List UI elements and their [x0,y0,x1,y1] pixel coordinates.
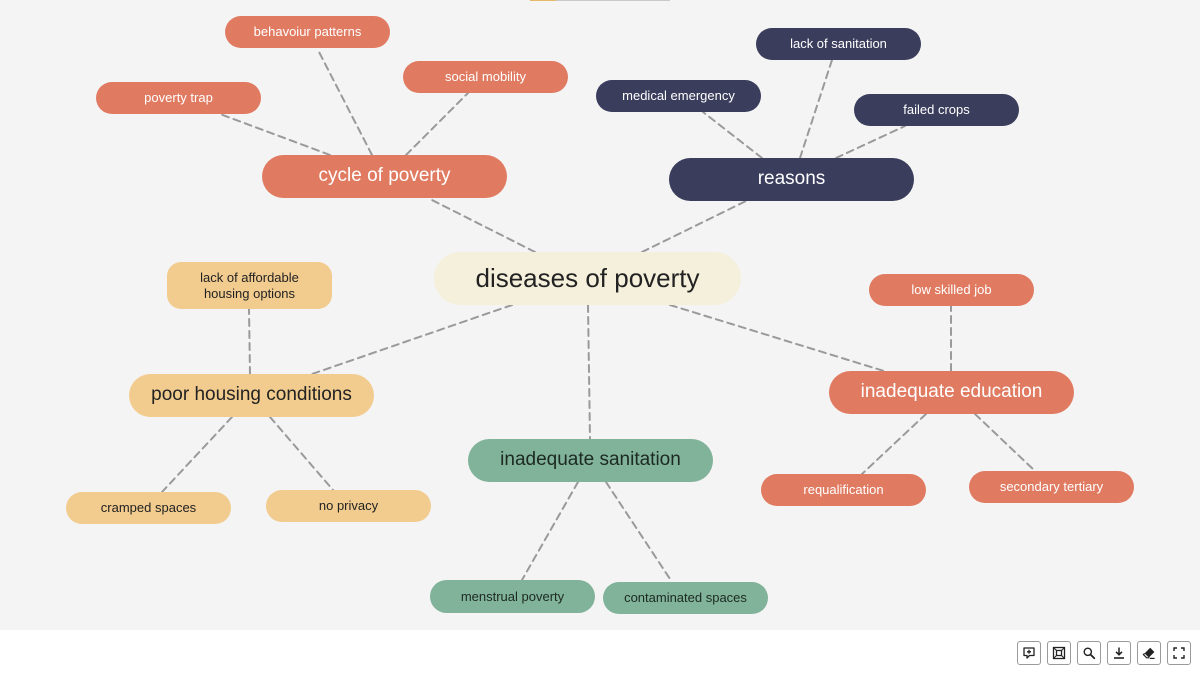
eraser-icon [1142,647,1155,659]
fit-screen-icon [1052,646,1066,660]
comment-icon [1023,647,1035,659]
node-requalification[interactable]: requalification [761,474,926,506]
node-cycle-of-poverty[interactable]: cycle of poverty [262,155,507,198]
comment-button[interactable] [1017,641,1041,665]
node-inadequate-sanitation[interactable]: inadequate sanitation [468,439,713,482]
node-secondary-tertiary[interactable]: secondary tertiary [969,471,1134,503]
node-cramped-spaces[interactable]: cramped spaces [66,492,231,524]
node-poverty-trap[interactable]: poverty trap [96,82,261,114]
mind-map-canvas[interactable]: diseases of poverty cycle of poverty beh… [0,0,1200,630]
connector-center-sanitation [587,304,591,440]
zoom-button[interactable] [1077,641,1101,665]
connector-center-reasons [641,200,747,253]
connector-sanitation-menstrual [521,481,579,581]
node-social-mobility[interactable]: social mobility [403,61,568,93]
download-icon [1114,647,1124,659]
fullscreen-icon [1173,647,1185,659]
connector-center-cycle [427,197,536,253]
node-inadequate-education[interactable]: inadequate education [829,371,1074,414]
connector-housing-affordable [248,308,251,375]
zoom-icon [1083,647,1096,660]
eraser-button[interactable] [1137,641,1161,665]
connector-lines [161,49,1036,583]
connector-center-housing [311,304,513,375]
fit-to-screen-button[interactable] [1047,641,1071,665]
connector-housing-privacy [269,416,334,491]
node-menstrual-poverty[interactable]: menstrual poverty [430,580,595,613]
node-behaviour-patterns[interactable]: behavoiur patterns [225,16,390,48]
connector-cycle-poverty-trap [219,113,331,156]
top-scroll-indicator [530,0,670,1]
node-failed-crops[interactable]: failed crops [854,94,1019,126]
node-poor-housing-conditions[interactable]: poor housing conditions [129,374,374,417]
connector-housing-cramped [161,416,233,493]
connector-education-requalification [861,413,927,475]
connector-cycle-social-mobility [405,92,469,156]
download-button[interactable] [1107,641,1131,665]
connector-reasons-crops [835,125,906,159]
node-no-privacy[interactable]: no privacy [266,490,431,522]
node-medical-emergency[interactable]: medical emergency [596,80,761,112]
connector-cycle-behaviour [317,49,373,156]
central-node[interactable]: diseases of poverty [434,252,741,305]
fullscreen-button[interactable] [1167,641,1191,665]
connector-reasons-medical [702,111,763,159]
node-contaminated-spaces[interactable]: contaminated spaces [603,582,768,614]
connector-sanitation-contaminated [605,481,673,583]
connector-center-education [669,304,885,372]
node-low-skilled-job[interactable]: low skilled job [869,274,1034,306]
bottom-toolbar [0,630,1200,675]
connector-education-secondary [974,413,1036,472]
node-lack-of-affordable-housing[interactable]: lack of affordable housing options [167,262,332,309]
node-reasons[interactable]: reasons [669,158,914,201]
node-lack-of-sanitation[interactable]: lack of sanitation [756,28,921,60]
connector-reasons-sanitation-lack [799,59,833,159]
